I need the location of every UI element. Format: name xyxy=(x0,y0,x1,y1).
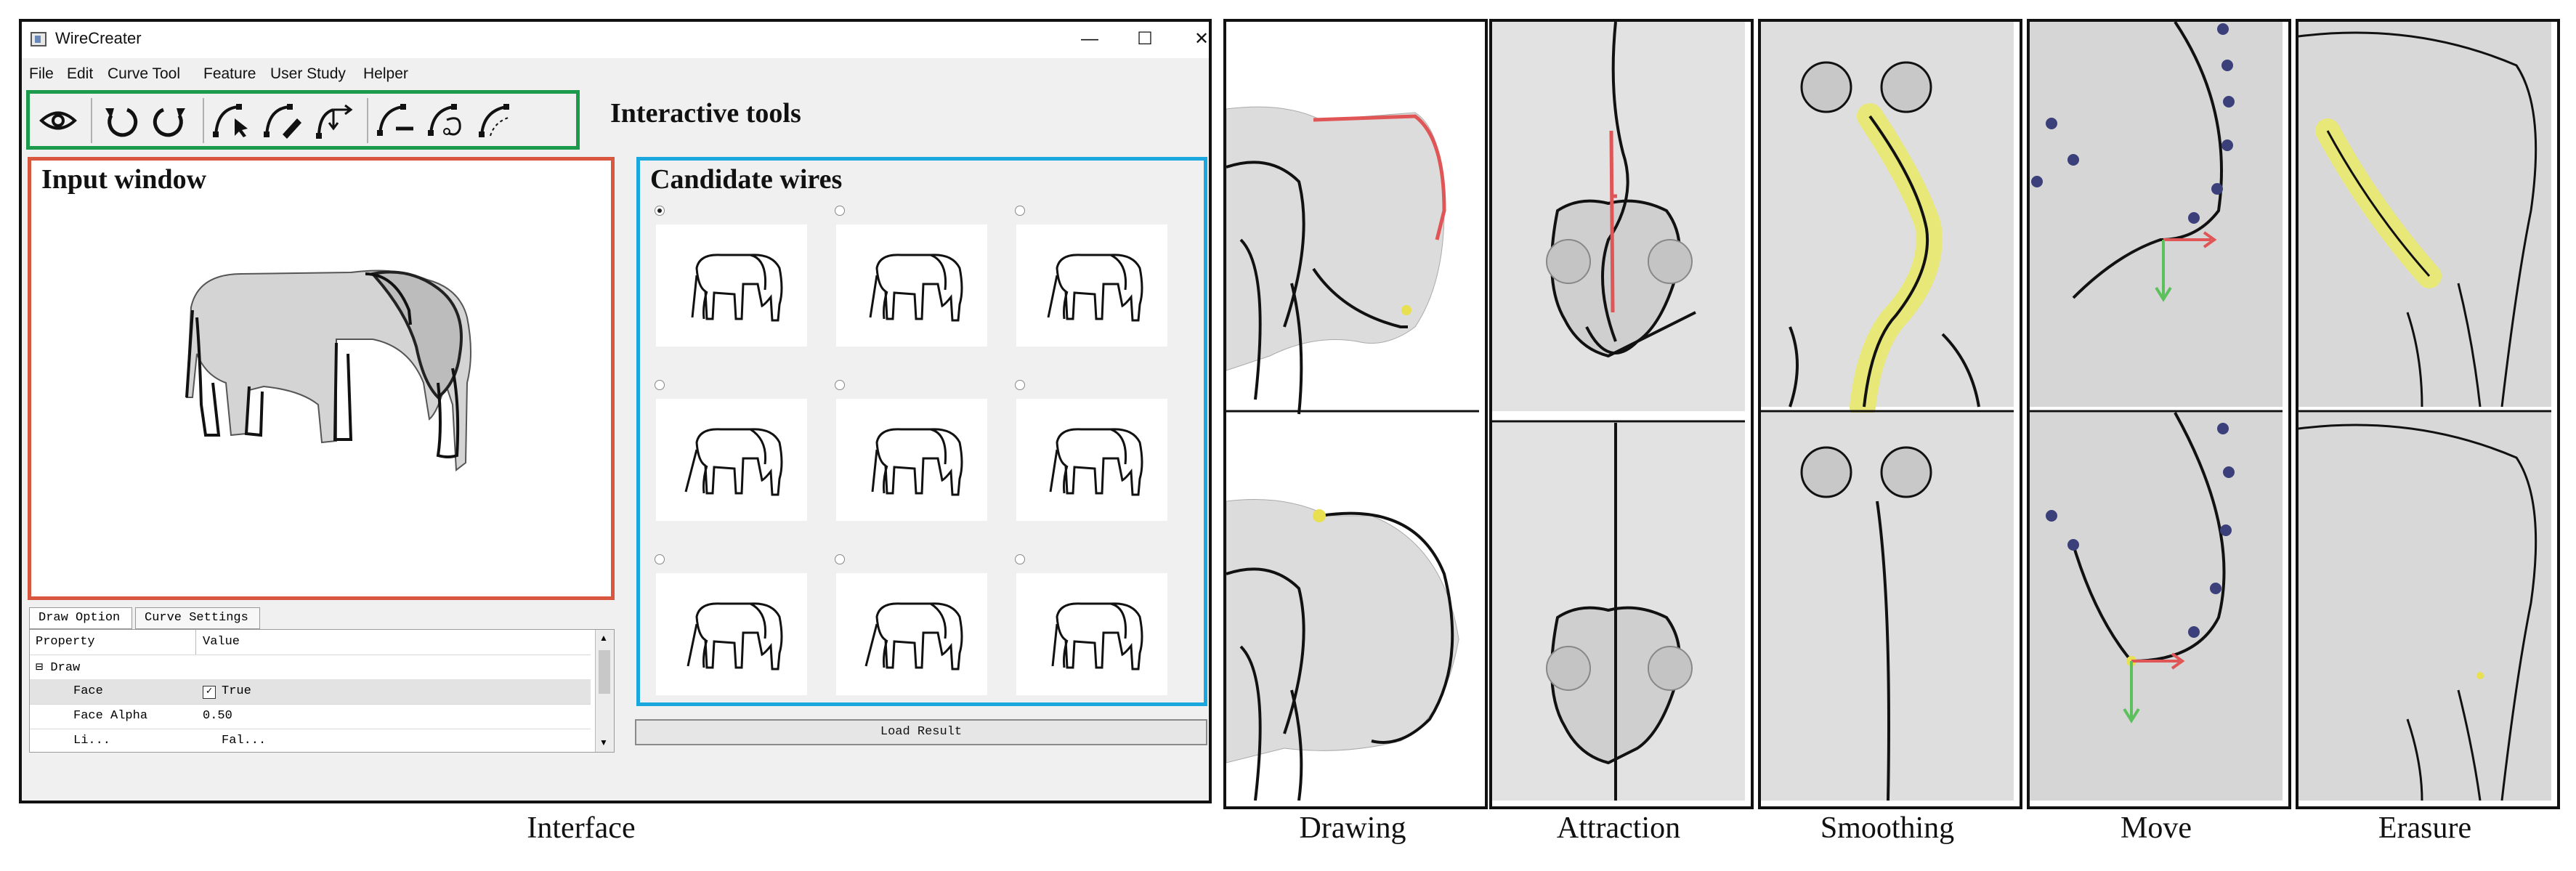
elephant-wire-thumbnail[interactable] xyxy=(1016,573,1167,695)
caption-drawing: Drawing xyxy=(1299,811,1406,845)
menu-user-study[interactable]: User Study xyxy=(270,65,346,82)
undo-icon[interactable] xyxy=(98,100,143,142)
candidate-radio[interactable] xyxy=(1015,380,1025,390)
property-name: Li... xyxy=(73,734,111,748)
property-name: Face xyxy=(73,684,103,698)
candidate-wire-7[interactable] xyxy=(655,554,825,721)
scroll-up-icon[interactable]: ▲ xyxy=(599,633,608,643)
property-value: 0.50 xyxy=(203,709,232,723)
candidate-radio[interactable] xyxy=(655,554,665,564)
property-value: Fal... xyxy=(222,734,267,748)
table-row[interactable]: Face ✓ True xyxy=(30,679,591,705)
table-row[interactable]: Li... Fal... xyxy=(30,729,591,752)
toolbar-separator xyxy=(91,98,92,143)
candidate-radio[interactable] xyxy=(655,380,665,390)
curve-attract-icon[interactable] xyxy=(425,100,470,142)
candidate-radio[interactable] xyxy=(1015,206,1025,216)
toolbar-separator xyxy=(367,98,368,143)
menu-edit[interactable]: Edit xyxy=(67,65,94,82)
input-window[interactable]: Input window xyxy=(28,157,615,600)
tab-curve-settings[interactable]: Curve Settings xyxy=(135,607,260,629)
property-name: ⊟ Draw xyxy=(36,661,81,675)
elephant-wire-thumbnail[interactable] xyxy=(1016,399,1167,521)
candidate-wire-5[interactable] xyxy=(835,380,1005,547)
table-row[interactable]: ⊟ Draw xyxy=(30,655,591,680)
caption-erasure: Erasure xyxy=(2378,811,2472,845)
curve-erase-icon[interactable] xyxy=(374,100,419,142)
elephant-wire-thumbnail[interactable] xyxy=(656,399,807,521)
candidate-radio[interactable] xyxy=(835,206,845,216)
candidate-wires-title: Candidate wires xyxy=(650,164,843,195)
elephant-wire-thumbnail[interactable] xyxy=(1016,224,1167,347)
candidate-wire-1[interactable] xyxy=(655,206,825,373)
title-bar: WireCreater — ☐ ✕ xyxy=(22,22,1209,58)
maximize-button[interactable]: ☐ xyxy=(1137,29,1153,49)
eye-icon[interactable] xyxy=(36,100,81,142)
window-title: WireCreater xyxy=(55,29,142,47)
drawing-demo-panel xyxy=(1223,19,1488,809)
candidate-wire-8[interactable] xyxy=(835,554,1005,721)
input-window-title: Input window xyxy=(41,164,207,195)
interactive-toolbar xyxy=(26,90,580,150)
move-demo-panel xyxy=(2027,19,2291,809)
close-button[interactable]: ✕ xyxy=(1194,29,1210,49)
app-icon xyxy=(31,32,46,46)
menu-bar: File Edit Curve Tool Feature User Study … xyxy=(22,60,1209,89)
menu-file[interactable]: File xyxy=(29,65,54,82)
candidate-wire-4[interactable] xyxy=(655,380,825,547)
elephant-wire-thumbnail[interactable] xyxy=(836,224,987,347)
elephant-wire-thumbnail[interactable] xyxy=(656,224,807,347)
header-property: Property xyxy=(36,635,95,649)
curve-select-icon[interactable] xyxy=(210,100,255,142)
candidate-wire-2[interactable] xyxy=(835,206,1005,373)
elephant-wire-thumbnail[interactable] xyxy=(656,573,807,695)
curve-draw-icon[interactable] xyxy=(261,100,306,142)
candidate-wire-3[interactable] xyxy=(1015,206,1185,373)
candidate-radio[interactable] xyxy=(655,206,665,216)
property-name: Face Alpha xyxy=(73,709,148,723)
redo-icon[interactable] xyxy=(147,100,193,142)
toolbar-label: Interactive tools xyxy=(610,98,801,129)
candidate-wire-9[interactable] xyxy=(1015,554,1185,721)
app-window: WireCreater — ☐ ✕ File Edit Curve Tool F… xyxy=(19,19,1212,803)
elephant-wire-thumbnail[interactable] xyxy=(836,573,987,695)
load-result-button[interactable]: Load Result xyxy=(635,719,1207,745)
curve-smooth-icon[interactable] xyxy=(476,100,521,142)
elephant-wire-thumbnail[interactable] xyxy=(836,399,987,521)
caption-smoothing: Smoothing xyxy=(1820,811,1955,845)
candidate-radio[interactable] xyxy=(835,554,845,564)
curve-move-icon[interactable] xyxy=(312,100,357,142)
smoothing-demo-panel xyxy=(1758,19,2022,809)
header-value: Value xyxy=(203,635,240,649)
elephant-model-view[interactable] xyxy=(31,161,611,596)
property-value: True xyxy=(222,684,251,698)
scroll-down-icon[interactable]: ▼ xyxy=(599,737,608,748)
candidate-radio[interactable] xyxy=(1015,554,1025,564)
vertical-scrollbar[interactable]: ▲ ▼ xyxy=(595,630,614,752)
property-panel: Draw Option Curve Settings Property Valu… xyxy=(29,607,615,753)
candidate-wire-6[interactable] xyxy=(1015,380,1185,547)
candidate-radio[interactable] xyxy=(835,380,845,390)
attraction-demo-panel xyxy=(1489,19,1754,809)
property-table: Property Value ⊟ Draw Face ✓ True Face A… xyxy=(29,629,615,753)
caption-attraction: Attraction xyxy=(1556,811,1681,845)
erasure-demo-panel xyxy=(2296,19,2560,809)
menu-curve-tool[interactable]: Curve Tool xyxy=(108,65,180,82)
candidate-wires-panel: Candidate wires xyxy=(636,157,1207,706)
minimize-button[interactable]: — xyxy=(1081,29,1098,49)
caption-move: Move xyxy=(2121,811,2192,845)
table-header: Property Value xyxy=(30,630,591,655)
face-checkbox[interactable]: ✓ xyxy=(203,686,216,699)
tab-draw-option[interactable]: Draw Option xyxy=(29,607,132,629)
toolbar-separator xyxy=(203,98,204,143)
menu-helper[interactable]: Helper xyxy=(363,65,408,82)
caption-interface: Interface xyxy=(527,811,636,845)
scroll-thumb[interactable] xyxy=(599,650,610,694)
table-row[interactable]: Face Alpha 0.50 xyxy=(30,704,591,729)
menu-feature[interactable]: Feature xyxy=(203,65,256,82)
